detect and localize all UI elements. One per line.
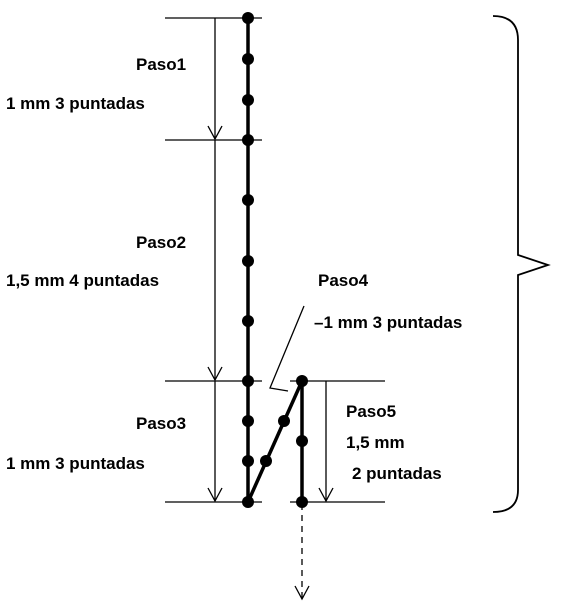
step2-detail: 1,5 mm 4 puntadas	[6, 271, 160, 290]
continuation-arrow	[294, 504, 310, 601]
stitch-point	[242, 496, 254, 508]
stitch-point	[242, 415, 254, 427]
stitch-point	[242, 455, 254, 467]
arrow-step1	[207, 18, 223, 141]
step5-detail-stitches: 2 puntadas	[352, 464, 442, 483]
step1-detail: 1 mm 3 puntadas	[6, 94, 145, 113]
step5-detail-length: 1,5 mm	[346, 433, 405, 452]
stitch-point	[242, 12, 254, 24]
stitch-point	[260, 455, 272, 467]
stitch-point	[278, 415, 290, 427]
stitch-point	[242, 255, 254, 267]
arrow-step2	[207, 140, 223, 382]
stitch-line-reverse	[246, 380, 304, 503]
stitch-point	[242, 194, 254, 206]
arrow-step3	[207, 381, 223, 503]
step4-name: Paso4	[318, 271, 369, 290]
stitch-point	[242, 375, 254, 387]
step4-detail: –1 mm 3 puntadas	[314, 313, 463, 332]
stitch-point	[242, 94, 254, 106]
stitch-point	[242, 134, 254, 146]
stitch-point	[242, 315, 254, 327]
step4-leader-line	[269, 305, 305, 392]
step1-name: Paso1	[136, 55, 187, 74]
stitch-point	[296, 435, 308, 447]
stitch-point	[296, 375, 308, 387]
arrow-step5	[318, 381, 334, 503]
stitch-point	[242, 53, 254, 65]
stitch-point	[296, 496, 308, 508]
step3-name: Paso3	[136, 414, 187, 433]
stitch-points	[242, 12, 308, 508]
step3-detail: 1 mm 3 puntadas	[6, 454, 145, 473]
step2-name: Paso2	[136, 233, 187, 252]
right-brace	[492, 15, 551, 513]
step5-name: Paso5	[346, 402, 397, 421]
